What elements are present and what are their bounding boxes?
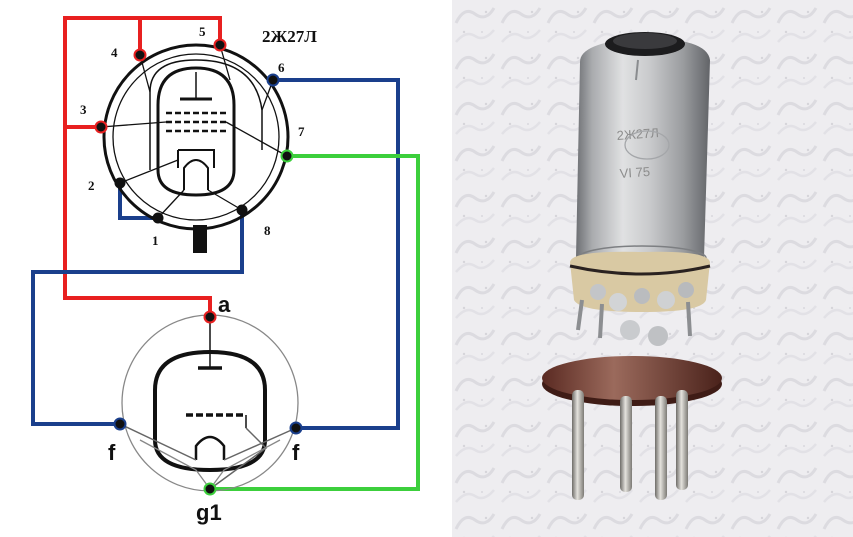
subminiature-tube-symbol bbox=[119, 314, 299, 492]
pin-label-6: 6 bbox=[278, 60, 285, 75]
pin-label-1: 1 bbox=[152, 233, 159, 248]
tube-type-label: 2Ж27Л bbox=[262, 27, 317, 46]
pin-label-2: 2 bbox=[88, 178, 95, 193]
tube-body-marking-second: VI 75 bbox=[619, 164, 650, 181]
blue-wire-pin8 bbox=[31, 208, 244, 426]
octal-pin-dots bbox=[94, 38, 294, 224]
wiring-diagram: 1 2 3 4 5 6 7 8 2Ж27Л a f f g1 bbox=[31, 16, 420, 525]
filament-left-label: f bbox=[108, 440, 116, 465]
pin-label-8: 8 bbox=[264, 223, 271, 238]
pin-dot-6 bbox=[266, 73, 280, 87]
blue-wire-pin1-pin2 bbox=[118, 181, 160, 220]
filament-right-dot bbox=[289, 421, 303, 435]
pin-label-5: 5 bbox=[199, 24, 206, 39]
pin-dot-8 bbox=[236, 204, 248, 216]
red-wire-main bbox=[63, 16, 142, 129]
red-wire-anode bbox=[63, 125, 212, 319]
pin-label-7: 7 bbox=[298, 124, 305, 139]
tube-bakelite-disc bbox=[542, 356, 722, 406]
pin-label-3: 3 bbox=[80, 102, 87, 117]
anode-dot bbox=[203, 310, 217, 324]
tube-body-marking: 2Ж27Л bbox=[616, 125, 659, 143]
red-wire bbox=[138, 16, 222, 57]
grid-dot bbox=[203, 482, 217, 496]
anode-label: a bbox=[218, 292, 231, 317]
blue-wire-pin6 bbox=[271, 78, 400, 430]
tube-pins bbox=[572, 390, 688, 500]
pin-dot-4 bbox=[133, 48, 147, 62]
pin-dot-1 bbox=[152, 212, 164, 224]
tube-photo: 2Ж27Л VI 75 bbox=[452, 0, 853, 537]
pin-dot-2 bbox=[114, 177, 126, 189]
grid-label: g1 bbox=[196, 500, 222, 525]
green-wire bbox=[208, 154, 420, 491]
tube-metal-can: 2Ж27Л VI 75 bbox=[576, 32, 710, 272]
tube-base-insulator bbox=[569, 251, 711, 346]
filament-left-dot bbox=[113, 417, 127, 431]
filament-right-label: f bbox=[292, 440, 300, 465]
octal-tube-symbol bbox=[100, 43, 290, 253]
pin-dot-5 bbox=[213, 38, 227, 52]
pin-dot-7 bbox=[280, 149, 294, 163]
pin-label-4: 4 bbox=[111, 45, 118, 60]
pin-dot-3 bbox=[94, 120, 108, 134]
